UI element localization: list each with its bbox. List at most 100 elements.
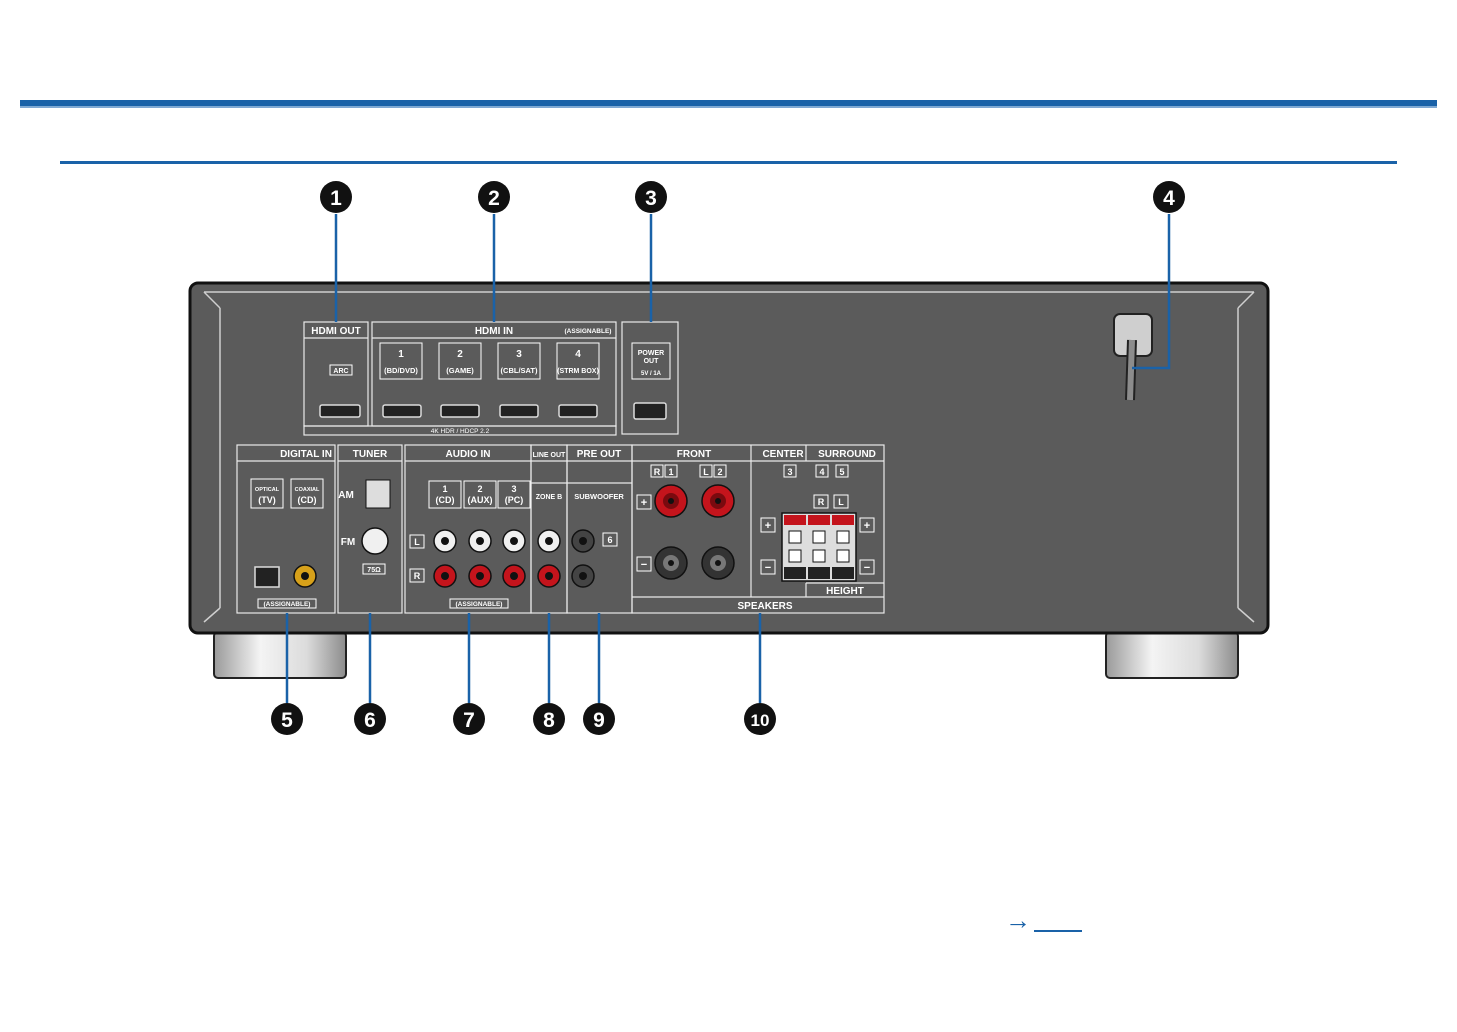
front-minus: − [641,559,647,571]
digital-in-assignable: (ASSIGNABLE) [264,601,311,608]
page-link-arrow-icon[interactable]: → [1005,905,1031,935]
callout-1-marker [320,181,352,213]
power-out-line2: OUT [644,358,660,365]
hdmi-in-3-num: 3 [516,349,522,360]
power-out-line1: POWER [638,350,664,357]
hdmi-in-title: HDMI IN [475,326,513,337]
surround-num-4: 4 [819,467,824,477]
callout-8: 8 [543,709,555,732]
callout-3: 3 [645,187,657,210]
fm-ohm: 75Ω [367,567,381,574]
hdmi-in-3-name: (CBL/SAT) [501,366,538,375]
foot-right [1105,631,1239,679]
callout-7-marker [453,703,485,735]
surround-minus-right: − [864,562,870,574]
callout-5: 5 [281,709,293,732]
digital-in-title: DIGITAL IN [280,449,332,460]
callout-6: 6 [364,709,376,732]
front-r-num: 1 [668,467,673,477]
line-out-title: LINE OUT [533,452,566,459]
surround-l-label: L [838,497,844,507]
hdmi-in-port-3 [499,404,539,418]
front-l-label: L [703,467,709,477]
front-binding-posts [654,484,735,580]
front-l-num: 2 [717,467,722,477]
speakers-section [631,444,885,614]
audio-in-right-label: R [414,571,421,581]
audio-in-title: AUDIO IN [446,449,491,460]
callout-10: 10 [751,711,770,730]
callout-2-marker [478,181,510,213]
tuner-title: TUNER [353,449,388,460]
chassis [188,281,1270,635]
optical-name: (TV) [258,495,276,505]
coaxial-name: (CD) [298,495,317,505]
audio-in-3-num: 3 [511,484,516,494]
optical-port [254,566,280,588]
page-link[interactable] [1034,930,1082,932]
fm-label: FM [341,537,355,548]
usb-port [633,402,667,420]
callout-4-marker [1153,181,1185,213]
audio-in-left-label: L [414,537,420,547]
section-rule [60,161,1397,164]
height-label: HEIGHT [826,586,864,597]
surround-plus-right: + [864,520,870,532]
audio-in-2-name: (AUX) [468,495,493,505]
audio-in-1-name: (CD) [436,495,455,505]
callout-7: 7 [463,709,475,732]
fm-jack [361,527,389,555]
page-header-rule [20,100,1437,108]
callout-9: 9 [593,709,605,732]
audio-in-1-num: 1 [442,484,447,494]
hdmi-in-1-name: (BD/DVD) [384,366,418,375]
hdmi-in-port-4 [558,404,598,418]
hdmi-in-assignable: (ASSIGNABLE) [565,328,612,335]
hdmi-in-4-name: (STRM BOX) [557,368,599,375]
coaxial-label: COAXIAL [295,487,320,493]
arc-label: ARC [333,368,348,375]
audio-in-assignable: (ASSIGNABLE) [456,601,503,608]
callout-5-marker [271,703,303,735]
push-terminal-block [781,512,857,582]
surround-title: SURROUND [818,449,876,460]
surround-r-label: R [818,497,825,507]
hdmi-in-2-num: 2 [457,349,463,360]
am-label: AM [338,490,354,501]
hdmi-in-port-2 [440,404,480,418]
hdmi-out-title: HDMI OUT [311,326,360,337]
front-r-label: R [654,467,661,477]
hdmi-footer: 4K HDR / HDCP 2.2 [431,428,490,435]
callout-6-marker [354,703,386,735]
callout-10-marker [744,703,776,735]
foot-left [213,631,347,679]
audio-in-jacks [433,529,526,588]
speakers-label: SPEAKERS [737,601,792,612]
pre-out-title: PRE OUT [577,449,621,460]
callout-9-marker [583,703,615,735]
center-num: 3 [787,467,792,477]
callout-2: 2 [488,187,500,210]
hdmi-in-2-name: (GAME) [446,366,474,375]
subwoofer-num: 6 [607,535,612,545]
audio-in-3-name: (PC) [505,495,524,505]
subwoofer-label: SUBWOOFER [574,492,624,501]
hdmi-out-port [319,404,361,418]
am-terminal [365,479,391,509]
power-out-spec: 5V / 1A [641,371,662,377]
hdmi-in-port-1 [382,404,422,418]
callout-1: 1 [330,187,342,210]
audio-in-2-num: 2 [477,484,482,494]
surround-minus-left: − [765,562,771,574]
optical-label: OPTICAL [255,487,280,493]
front-plus: + [641,497,647,509]
callout-4: 4 [1163,187,1175,210]
surround-num-5: 5 [839,467,844,477]
center-title: CENTER [762,449,804,460]
hdmi-in-1-num: 1 [398,349,404,360]
surround-plus-left: + [765,520,771,532]
zone-b-label: ZONE B [536,494,562,501]
callout-3-marker [635,181,667,213]
front-title: FRONT [677,449,711,460]
